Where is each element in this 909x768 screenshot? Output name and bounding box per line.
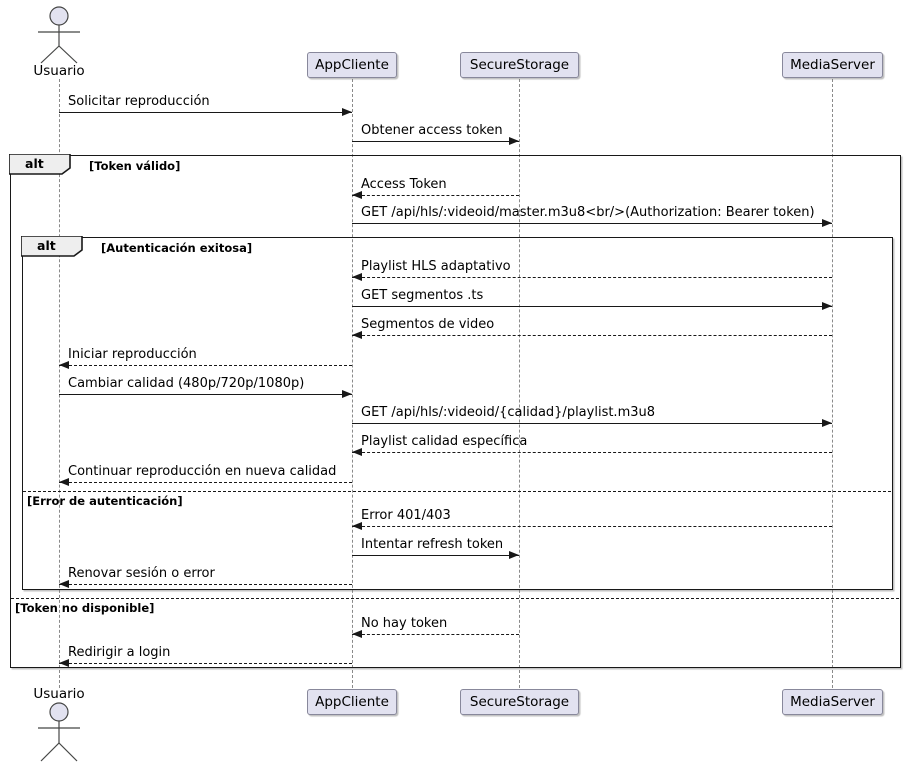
participant-box-appcliente-bottom: AppCliente <box>307 689 397 715</box>
alt-keyword: alt <box>25 156 44 171</box>
message-line-11 <box>59 482 352 483</box>
participant-box-mediaserver-bottom: MediaServer <box>782 689 883 715</box>
message-arrowhead-9 <box>822 419 832 427</box>
alt-condition: [Token válido] <box>89 159 181 173</box>
message-label-3: GET /api/hls/:videoid/master.m3u8<br/>(A… <box>361 205 815 220</box>
actor-figure-top <box>38 6 80 64</box>
message-arrowhead-1 <box>509 137 519 145</box>
message-label-14: Renovar sesión o error <box>68 566 215 581</box>
message-line-16 <box>59 663 352 664</box>
alt-frame-0: alt [Token válido] [Token no disponible] <box>9 154 901 668</box>
lifeline-securestorage <box>519 79 520 688</box>
alt-else-divider <box>23 491 891 492</box>
alt-else-divider <box>11 598 899 599</box>
message-arrowhead-5 <box>822 302 832 310</box>
message-arrowhead-0 <box>342 108 352 116</box>
participant-box-mediaserver-top: MediaServer <box>782 52 883 78</box>
message-line-8 <box>59 394 352 395</box>
message-label-12: Error 401/403 <box>361 508 451 523</box>
message-arrowhead-2 <box>352 191 362 199</box>
message-arrowhead-8 <box>342 390 352 398</box>
message-line-3 <box>352 223 832 224</box>
message-label-0: Solicitar reproducción <box>68 94 210 109</box>
actor-label-bottom: Usuario <box>33 686 85 702</box>
message-arrowhead-7 <box>59 361 69 369</box>
message-arrowhead-13 <box>509 551 519 559</box>
message-arrowhead-10 <box>352 448 362 456</box>
message-line-10 <box>352 452 832 453</box>
participant-box-securestorage-bottom: SecureStorage <box>460 689 579 715</box>
actor-figure-bottom <box>38 702 80 762</box>
message-label-8: Cambiar calidad (480p/720p/1080p) <box>68 376 305 391</box>
lifeline-mediaserver <box>832 79 833 688</box>
alt-frame-tab <box>9 154 72 176</box>
message-arrowhead-3 <box>822 219 832 227</box>
message-line-14 <box>59 584 352 585</box>
message-arrowhead-16 <box>59 659 69 667</box>
message-line-0 <box>59 112 352 113</box>
message-label-2: Access Token <box>361 177 447 192</box>
message-arrowhead-15 <box>352 630 362 638</box>
message-label-16: Redirigir a login <box>68 645 171 660</box>
alt-frame-tab <box>21 236 84 258</box>
alt-condition: [Autenticación exitosa] <box>101 241 253 255</box>
message-line-12 <box>352 526 832 527</box>
lifeline-appcliente <box>352 79 353 688</box>
message-label-10: Playlist calidad específica <box>361 434 528 449</box>
message-label-15: No hay token <box>361 616 448 631</box>
message-label-4: Playlist HLS adaptativo <box>361 259 511 274</box>
alt-else-label: [Token no disponible] <box>15 601 155 615</box>
message-line-1 <box>352 141 519 142</box>
message-line-9 <box>352 423 832 424</box>
message-line-15 <box>352 634 519 635</box>
actor-label-top: Usuario <box>33 63 85 79</box>
alt-keyword: alt <box>37 238 56 253</box>
message-arrowhead-14 <box>59 580 69 588</box>
alt-else-label: [Error de autenticación] <box>27 494 183 508</box>
message-line-5 <box>352 306 832 307</box>
message-line-4 <box>352 277 832 278</box>
lifeline-usuario <box>59 79 60 688</box>
message-line-7 <box>59 365 352 366</box>
message-arrowhead-6 <box>352 331 362 339</box>
participant-box-securestorage-top: SecureStorage <box>460 52 579 78</box>
message-line-13 <box>352 555 519 556</box>
message-label-13: Intentar refresh token <box>361 537 504 552</box>
message-line-6 <box>352 335 832 336</box>
message-label-6: Segmentos de video <box>361 317 495 332</box>
message-arrowhead-12 <box>352 522 362 530</box>
message-label-9: GET /api/hls/:videoid/{calidad}/playlist… <box>361 405 656 420</box>
participant-box-appcliente-top: AppCliente <box>307 52 397 78</box>
message-label-1: Obtener access token <box>361 123 503 138</box>
message-label-7: Iniciar reproducción <box>68 347 197 362</box>
message-arrowhead-11 <box>59 478 69 486</box>
alt-frame-1: alt [Autenticación exitosa] [Error de aute… <box>21 236 893 590</box>
message-arrowhead-4 <box>352 273 362 281</box>
message-label-11: Continuar reproducción en nueva calidad <box>68 464 337 479</box>
message-label-5: GET segmentos .ts <box>361 288 484 303</box>
message-line-2 <box>352 195 519 196</box>
